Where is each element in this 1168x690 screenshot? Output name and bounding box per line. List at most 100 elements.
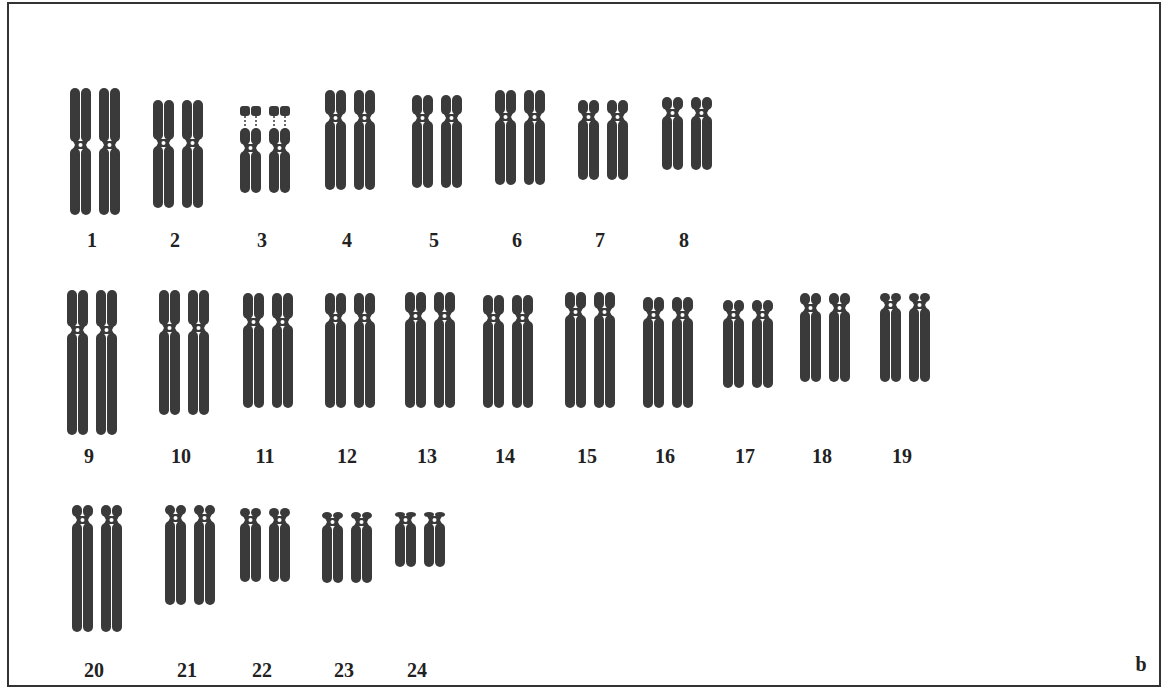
chromatid-arm: [891, 308, 901, 382]
chromosome-number: 11: [256, 446, 275, 466]
chromosome-number: 21: [177, 660, 197, 680]
chromatid-arm: [110, 88, 120, 142]
centromere: [275, 318, 290, 326]
chromatid-arm: [506, 120, 516, 185]
chromatid-arm: [70, 148, 80, 215]
centromere-gap: [732, 313, 736, 317]
chromatid-arm: [723, 300, 733, 312]
centromere-gap: [252, 320, 256, 324]
chromatid-arm: [483, 295, 493, 315]
chromatid-arm: [83, 523, 93, 632]
chromatid-arm: [269, 508, 279, 517]
chromatid-arm: [67, 333, 77, 435]
chromatid-arm: [165, 521, 175, 605]
chromatid-arm: [176, 521, 186, 605]
panel-frame: [8, 3, 1160, 686]
chromosome-number: 12: [337, 446, 357, 466]
centromere-gap: [108, 143, 112, 147]
chromosome-number: 15: [577, 446, 597, 466]
centromere-gap: [671, 111, 675, 115]
chromatid-arm: [362, 525, 372, 583]
chromatid-arm: [406, 523, 416, 567]
chromatid-arm: [336, 321, 346, 408]
chromatid-arm: [691, 97, 701, 110]
centromere: [325, 518, 340, 526]
chromosome-number: 5: [429, 230, 439, 250]
chromatid-arm: [354, 121, 364, 190]
chromatid-arm: [452, 95, 462, 115]
satellite-stalk: [273, 116, 275, 129]
centromere-gap: [174, 516, 178, 520]
centromere-gap: [918, 303, 922, 307]
chromatid-arm: [322, 525, 332, 583]
centromere: [357, 314, 372, 322]
centromere: [832, 304, 847, 312]
chromatid-arm: [576, 315, 586, 408]
chromatid-arm: [188, 331, 198, 415]
chromatid-arm: [193, 146, 203, 208]
chromatid-arm: [495, 120, 505, 185]
centromere: [99, 326, 114, 334]
chromatid-arm: [164, 146, 174, 208]
centromere-gap: [574, 310, 578, 314]
chromatid-arm: [81, 88, 91, 142]
centromere: [328, 114, 343, 122]
chromatid-arm: [811, 311, 821, 382]
chromatid-arm: [594, 315, 604, 408]
chromatid-arm: [72, 523, 82, 632]
chromatid-arm: [589, 100, 599, 114]
centromere: [73, 141, 88, 149]
centromere: [354, 518, 369, 526]
chromatid-arm: [654, 297, 664, 312]
centromere-gap: [331, 520, 335, 524]
chromatid-arm: [194, 505, 204, 515]
chromatid-arm: [445, 319, 455, 408]
chromosome-number: 3: [257, 230, 267, 250]
chromosome-number: 6: [512, 230, 522, 250]
chromatid-arm: [240, 151, 250, 193]
chromatid-arm: [654, 318, 664, 408]
chromatid-arm: [565, 292, 575, 309]
centromere-gap: [76, 328, 80, 332]
chromatid-arm: [672, 318, 682, 408]
chromatid-arm: [96, 333, 106, 435]
centromere: [191, 324, 206, 332]
chromosome-number: 19: [892, 446, 912, 466]
chromatid-arm: [416, 292, 426, 313]
chromatid-arm: [909, 293, 919, 302]
chromatid-arm: [362, 512, 372, 519]
centromere-gap: [203, 516, 207, 520]
chromatid-arm: [272, 293, 282, 319]
chromatid-arm: [423, 121, 433, 188]
chromatid-arm: [618, 120, 628, 180]
chromatid-arm: [240, 128, 250, 145]
centromere-gap: [603, 310, 607, 314]
centromere-gap: [809, 306, 813, 310]
centromere-gap: [838, 306, 842, 310]
centromere: [444, 114, 459, 122]
chromatid-arm: [452, 121, 462, 188]
chromatid-arm: [734, 300, 744, 312]
centromere: [243, 516, 258, 524]
chromatid-arm: [416, 319, 426, 408]
chromatid-arm: [920, 293, 930, 302]
centromere-gap: [168, 326, 172, 330]
chromatid-arm: [182, 100, 192, 140]
chromatid-arm: [365, 121, 375, 190]
chromatid-arm: [240, 523, 250, 582]
centromere: [486, 314, 501, 322]
chromatid-arm: [72, 505, 82, 517]
centromere-gap: [79, 143, 83, 147]
centromere: [197, 514, 212, 522]
centromere: [168, 514, 183, 522]
centromere-gap: [162, 141, 166, 145]
centromere-gap: [521, 316, 525, 320]
centromere-gap: [414, 314, 418, 318]
chromatid-arm: [512, 295, 522, 315]
chromatid-arm: [164, 100, 174, 140]
chromatid-arm: [424, 523, 434, 567]
chromatid-arm: [494, 295, 504, 315]
chromatid-arm: [589, 120, 599, 180]
chromatid-arm: [110, 148, 120, 215]
chromatid-arm: [199, 331, 209, 415]
